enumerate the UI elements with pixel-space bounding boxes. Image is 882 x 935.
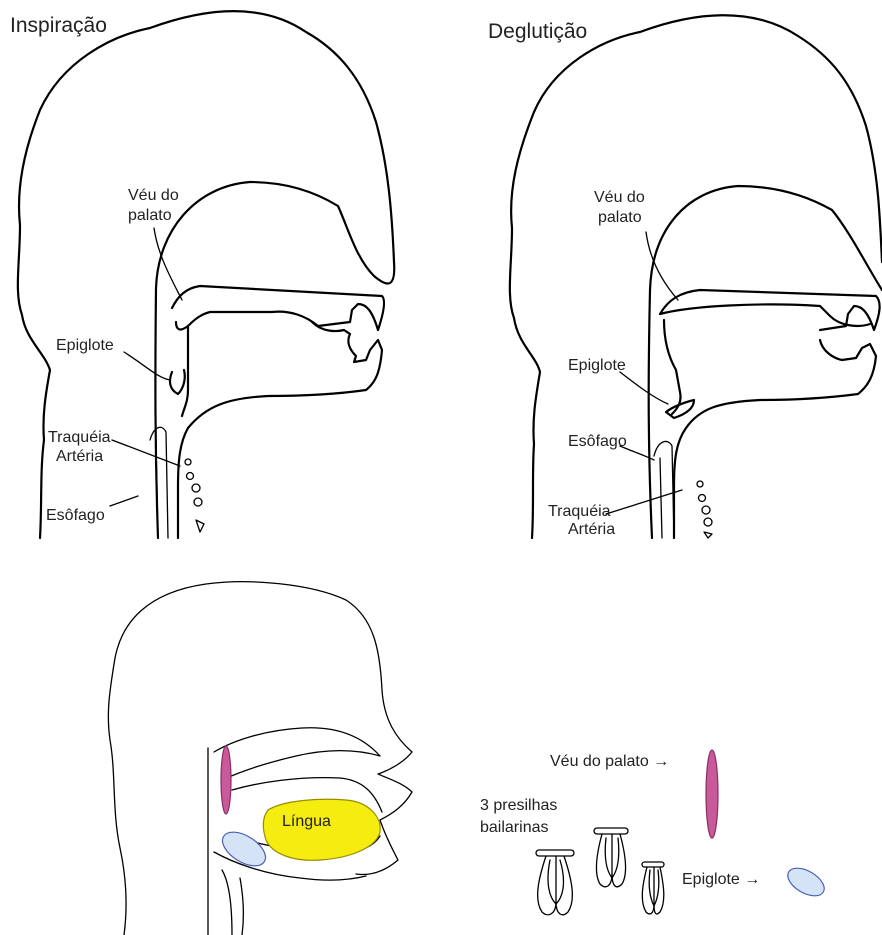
label-traqueia: Traquéia [48, 429, 111, 446]
title-deglutição: Deglutição [488, 20, 587, 43]
presilha-clip-1 [536, 850, 574, 915]
label-presilhas-line2: bailarinas [480, 819, 548, 836]
label-lingua: Língua [282, 813, 331, 830]
trachea-lines [654, 441, 674, 538]
label-traqueia: Traquéia [548, 503, 611, 520]
palate-tongue [660, 290, 880, 330]
trachea-lines [150, 427, 168, 538]
epiglottis-shape [170, 370, 185, 394]
label-arteria: Artéria [568, 521, 615, 538]
tongue-lower [664, 320, 876, 538]
panel-inspiracao: Inspiração Véu do palato Epiglote Traqué… [10, 11, 394, 538]
label-esofago: Esôfago [46, 507, 105, 524]
head-outline [108, 582, 412, 935]
presilha-clip-2 [594, 828, 628, 887]
title-inspiracao: Inspiração [10, 14, 107, 37]
label-arteria: Artéria [56, 448, 103, 465]
label-veu-line2: palato [598, 209, 642, 226]
trachea-rings [697, 481, 712, 538]
veu-do-palato-piece [706, 750, 718, 838]
label-epiglote: Epiglote → [682, 871, 760, 888]
head-outline [510, 15, 882, 538]
trachea-rings [185, 459, 204, 532]
presilha-clip-3 [642, 862, 664, 914]
label-epiglote: Epiglote [56, 337, 114, 354]
label-esofago: Esôfago [568, 433, 627, 450]
label-veu-line1: Véu do [594, 189, 645, 206]
panel-head-model: Língua [108, 582, 412, 935]
panel-legend-parts: Véu do palato → 3 presilhas bailarinas E… [480, 750, 829, 915]
tongue-lower [178, 322, 382, 538]
veu-do-palato-marker [221, 746, 231, 814]
panel-deglutição: Deglutição Véu do palato Epiglote Esôfag… [488, 15, 882, 538]
epiglote-piece [783, 862, 829, 901]
label-presilhas-line1: 3 presilhas [480, 797, 557, 814]
leader-lines [110, 228, 182, 506]
label-veu-line1: Véu do [128, 187, 179, 204]
label-veu-do-palato: Véu do palato → [550, 753, 669, 770]
label-epiglote: Epiglote [568, 357, 626, 374]
label-veu-line2: palato [128, 207, 172, 224]
